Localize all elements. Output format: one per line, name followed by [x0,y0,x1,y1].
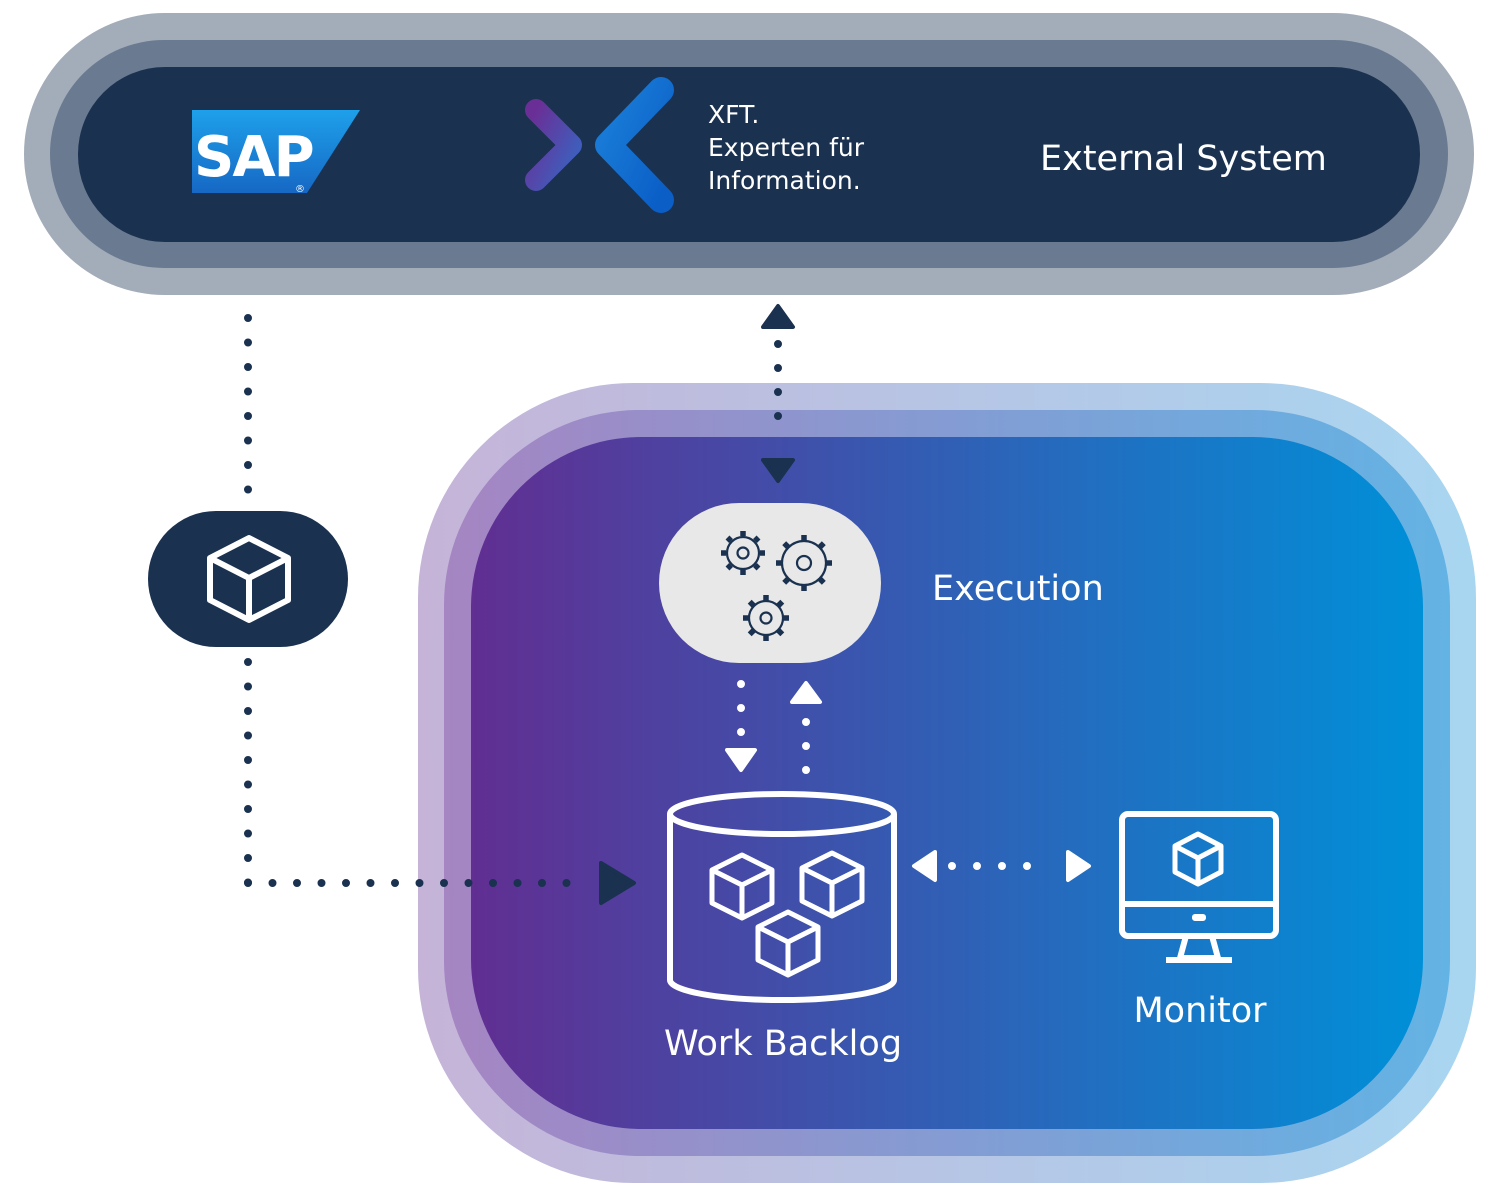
monitor-cube-icon [1119,811,1279,963]
external-system-label: External System [1040,139,1327,179]
cube-icon [207,535,291,623]
backlog-monitor-connector [912,850,1091,882]
monitor-label: Monitor [1133,991,1267,1031]
xft-logo-icon [525,77,674,213]
sap-registered-mark: ® [295,184,305,195]
arrow-down-icon [761,458,795,483]
gears-icon [721,531,832,641]
processing-container [418,383,1476,1183]
arrow-up-icon [761,304,795,329]
execution-backlog-connector [725,680,822,775]
sap-to-backlog-connector [244,314,636,905]
monitor-node [1119,811,1279,963]
arrow-up-icon [790,681,822,704]
sap-logo-text: SAP [194,125,313,190]
execution-label: Execution [932,569,1104,609]
external-inner-pill [78,67,1420,242]
database-cubes-icon [667,791,897,1003]
arrow-down-icon [725,748,757,772]
package-node [148,511,348,647]
arrow-right-icon [599,861,636,905]
work-backlog-node [667,791,897,1003]
arrow-left-icon [912,850,937,882]
xft-line-3: Information. [708,166,861,195]
external-execution-connector [761,304,795,483]
work-backlog-label: Work Backlog [664,1024,902,1064]
xft-line-1: XFT. [708,100,759,129]
sap-logo: SAP ® [192,110,360,195]
processing-inner-area [471,437,1423,1129]
external-system-container: SAP ® XFT. Experten für Information. Ext… [24,13,1474,295]
xft-line-2: Experten für [708,133,865,162]
execution-node [659,503,881,663]
arrow-right-icon [1066,850,1091,882]
